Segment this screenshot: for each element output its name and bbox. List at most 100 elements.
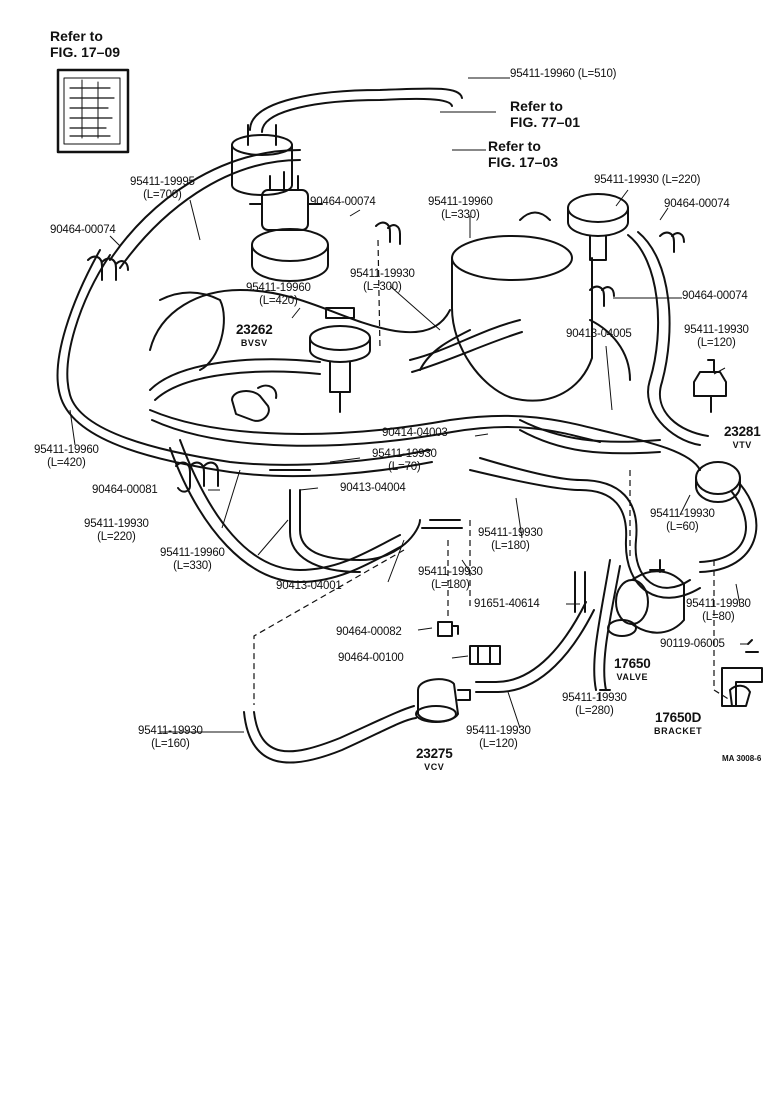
part-line: 95411-19930: [84, 518, 149, 530]
ref-line: FIG. 17–03: [488, 154, 559, 170]
component-label-vtv: 23281 VTV: [724, 424, 761, 452]
part-line: (L=220): [97, 531, 136, 543]
ref-line: FIG. 77–01: [510, 114, 581, 130]
component-name: VCV: [424, 762, 445, 772]
part-label: 95411-19995 (L=700): [130, 176, 195, 202]
part-line: 95411-19960: [428, 196, 493, 208]
part-line: 90413-04001: [276, 580, 342, 592]
part-line: 95411-19960 (L=510): [510, 68, 617, 80]
part-line: 95411-19930: [350, 268, 415, 280]
bracket-17650d: [721, 667, 763, 707]
part-line: 95411-19930: [138, 725, 203, 737]
part-line: (L=120): [697, 337, 736, 349]
component-label-valve: 17650 VALVE: [614, 656, 651, 684]
distributor: [249, 171, 329, 282]
component-name: VTV: [732, 440, 752, 450]
part-label: 95411-19930 (L=80): [686, 598, 751, 624]
top-right-valve: [567, 193, 629, 261]
hose-lower-l330: [179, 439, 401, 571]
ref-line: Refer to: [488, 138, 541, 154]
part-line: 90464-00074: [310, 196, 376, 208]
part-line: 95411-19930: [684, 324, 749, 336]
diagram-code: MA 3008-6: [722, 754, 762, 763]
hose-l220: [627, 234, 701, 446]
part-line: 95411-19995: [130, 176, 195, 188]
part-line: 90464-00100: [338, 652, 404, 664]
part-label: 90119-06005: [660, 638, 725, 651]
component-name: BVSV: [240, 338, 268, 348]
part-line: (L=180): [431, 579, 470, 591]
intake-manifold: [149, 289, 451, 351]
part-line: 90464-00074: [50, 224, 116, 236]
component-name: BRACKET: [654, 726, 703, 736]
part-label: 95411-19930 (L=160): [138, 725, 203, 751]
clip-90464-00074-left: [87, 255, 129, 281]
part-line: (L=330): [173, 560, 212, 572]
part-line: 95411-19930: [686, 598, 751, 610]
ref-fig-17-09: Refer to FIG. 17–09: [50, 28, 120, 60]
carburetor-body: [419, 211, 631, 402]
ref-fig-17-03: Refer to FIG. 17–03: [488, 138, 558, 170]
part-label: 90464-00082: [336, 626, 402, 639]
component-label-bracket: 17650D BRACKET: [654, 710, 702, 738]
part-label: 95411-19930 (L=60): [650, 508, 715, 534]
hose-l510: [249, 87, 463, 131]
part-label: 90413-04001: [276, 580, 342, 593]
part-label: 95411-19930 (L=120): [684, 324, 749, 350]
part-label: 95411-19960 (L=330): [160, 547, 225, 573]
part-line: 95411-19930: [478, 527, 543, 539]
clip-90464-00100: [469, 645, 501, 665]
part-line: 90464-00074: [682, 290, 748, 302]
part-line: (L=420): [47, 457, 86, 469]
clip-90464-00074-right: [659, 231, 685, 253]
clip-90464-00082: [437, 621, 459, 637]
part-line: 95411-19960: [246, 282, 311, 294]
part-label: 91651-40614: [474, 598, 540, 611]
outer-hose-left: [66, 254, 431, 466]
component-label-vcv: 23275 VCV: [416, 746, 453, 774]
vcv-valve: [415, 678, 471, 723]
part-label: 90464-00074: [682, 290, 748, 303]
part-label: 90464-00074: [310, 196, 376, 209]
part-line: (L=300): [363, 281, 402, 293]
part-line: 95411-19960: [34, 444, 99, 456]
component-number: 23281: [724, 424, 761, 439]
part-line: (L=180): [491, 540, 530, 552]
part-label: 90464-00081: [92, 484, 158, 497]
part-line: 91651-40614: [474, 598, 540, 610]
component-number: 23275: [416, 746, 453, 761]
sensor: [693, 359, 727, 413]
part-line: 90414-04003: [382, 427, 448, 439]
vacuum-diaphragm: [309, 307, 371, 413]
clip-90464-00074-mid: [375, 221, 401, 245]
part-label: 95411-19960 (L=420): [246, 282, 311, 308]
bvsv-valve: [231, 384, 278, 422]
component-number: 23262: [236, 322, 273, 337]
part-line: 90464-00081: [92, 484, 158, 496]
ref-line: FIG. 17–09: [50, 44, 121, 60]
part-line: 90464-00082: [336, 626, 402, 638]
part-line: 95411-19930: [372, 448, 437, 460]
hose-l700: [109, 149, 301, 261]
part-line: (L=280): [575, 705, 614, 717]
part-line: 95411-19930: [562, 692, 627, 704]
ref-fig-77-01: Refer to FIG. 77–01: [510, 98, 580, 130]
part-label: 90464-00074: [50, 224, 116, 237]
ref-line: Refer to: [50, 28, 103, 44]
part-line: 95411-19960: [160, 547, 225, 559]
part-line: 95411-19930: [650, 508, 715, 520]
component-number: 17650D: [655, 710, 702, 725]
part-label: 95411-19960 (L=330): [428, 196, 493, 222]
part-line: (L=120): [479, 738, 518, 750]
component-name: VALVE: [616, 672, 649, 682]
part-line: 95411-19930: [466, 725, 531, 737]
part-line: 95411-19930: [418, 566, 483, 578]
component-label-bvsv: 23262 BVSV: [236, 322, 273, 350]
part-line: 90413-04005: [566, 328, 632, 340]
part-label: 95411-19930 (L=180): [478, 527, 543, 553]
part-line: 95411-19930 (L=220): [594, 174, 701, 186]
valve-17650: [607, 559, 685, 637]
part-line: (L=420): [259, 295, 298, 307]
